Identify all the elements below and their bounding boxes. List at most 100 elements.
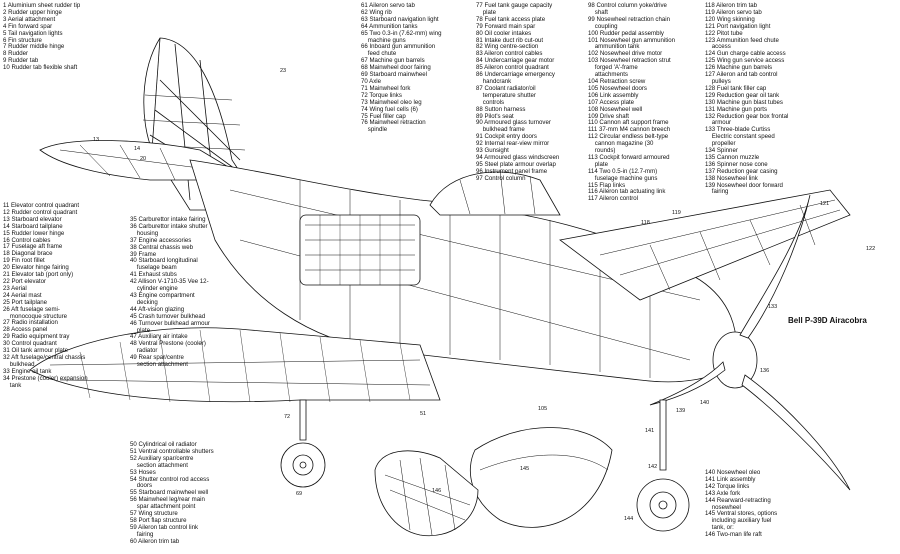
legend-entry: 101 Nosewheel gun ammunition <box>588 36 676 44</box>
legend-entry: 120 Wing skinning <box>705 15 755 23</box>
legend-entry: 24 Aerial mast <box>3 291 42 299</box>
legend-entry: 77 Fuel tank gauge capacity <box>476 2 553 9</box>
legend-entry: 99 Nosewheel retraction chain <box>588 15 670 23</box>
legend-entry: 50 Cylindrical oil radiator <box>130 441 197 448</box>
legend-entry: 94 Armoured glass windscreen <box>476 153 560 161</box>
legend-entry: 119 Aileron servo tab <box>705 8 762 16</box>
legend-entry: 137 Reduction gear casing <box>705 167 778 175</box>
legend-entry: housing <box>130 229 159 237</box>
legend-entry: fairing <box>705 188 729 196</box>
legend-entry: 63 Starboard navigation light <box>361 15 439 23</box>
callout-105: 105 <box>538 406 547 412</box>
legend-entry: 135 Cannon muzzle <box>705 153 760 161</box>
callout-69: 69 <box>296 491 302 497</box>
legend-entry: 66 Inboard gun ammunition <box>361 43 436 51</box>
callout-145: 145 <box>520 466 529 472</box>
legend-entry: 130 Machine gun blast tubes <box>705 98 783 106</box>
legend-entry: 56 Mainwheel leg/rear main <box>130 496 205 504</box>
legend-entry: 16 Control cables <box>3 236 51 244</box>
legend-entry: 17 Fuselage aft frame <box>3 243 63 251</box>
legend-entry: 105 Nosewheel doors <box>588 84 647 92</box>
callout-14: 14 <box>134 146 140 152</box>
legend-entry: bulkhead <box>3 360 35 368</box>
legend-entry: 98 Control column yoke/drive <box>588 2 667 9</box>
legend-entry: 18 Diagonal brace <box>3 250 53 258</box>
legend-entry: radiator <box>130 347 158 355</box>
legend-entry: plate <box>476 8 496 16</box>
legend-entry: forged 'A'-frame <box>588 64 638 72</box>
legend-entry: armour <box>705 119 732 127</box>
legend-entry: tank <box>3 381 22 389</box>
legend-entry: 13 Starboard elevator <box>3 215 62 223</box>
legend-entry: 84 Undercarriage gear motor <box>476 57 555 65</box>
callout-139: 139 <box>676 408 685 414</box>
legend-entry: 95 Steel plate armour overlap <box>476 160 556 168</box>
legend-entry: rounds) <box>588 147 616 155</box>
legend-entry: 4 Fin forward spar <box>3 22 53 30</box>
legend-entry: plate <box>588 160 608 168</box>
legend-entry: 103 Nosewheel retraction strut <box>588 57 671 65</box>
callout-23: 23 <box>280 68 286 74</box>
nose-landing-gear <box>636 399 690 532</box>
legend-entry: 114 Two 0.5-in (12.7-mm) <box>588 167 658 175</box>
legend-entry: 68 Mainwheel door fairing <box>361 64 431 72</box>
legend-entry: 23 Aerial <box>3 284 27 292</box>
callout-118: 118 <box>641 220 650 226</box>
legend-entry: 83 Aileron control cables <box>476 50 543 58</box>
callout-13: 13 <box>93 137 99 143</box>
legend-entry: 47 Auxiliary air intake <box>130 333 188 341</box>
legend-entry: 39 Frame <box>130 250 157 258</box>
legend-entry: 91 Cockpit entry doors <box>476 133 537 141</box>
legend-entry: nosewheel <box>705 503 741 511</box>
legend-entry: 44 Aft-vision glazing <box>130 305 185 313</box>
legend-entry: controls <box>476 98 505 106</box>
legend-entry: 31 Oil tank armour plate <box>3 347 69 355</box>
legend-entry: 82 Wing centre-section <box>476 43 539 51</box>
legend-entry: including auxiliary fuel <box>705 517 772 525</box>
legend-entry: 29 Radio equipment tray <box>3 333 70 341</box>
legend-entry: 35 Carburettor intake fairing <box>130 216 206 223</box>
legend-entry: 7 Rudder middle hinge <box>3 43 65 51</box>
legend-entry: 38 Central chassis web <box>130 243 193 251</box>
legend-entry: 32 Aft fuselage/central chassis <box>3 353 86 361</box>
legend-entry: spar attachment point <box>130 503 196 511</box>
legend-entry: 117 Aileron control <box>588 195 639 203</box>
legend-entry: 85 Aileron control quadrant <box>476 64 549 72</box>
legend-entry: tank, or: <box>705 524 734 532</box>
legend-entry: 21 Elevator tab (port only) <box>3 271 74 279</box>
legend-entry: attachments <box>588 71 628 79</box>
legend-entry: temperature shutter <box>476 91 536 99</box>
legend-entry: 87 Coolant radiator/oil <box>476 84 536 92</box>
callout-144: 144 <box>624 516 633 522</box>
legend-entry: 108 Nosewheel well <box>588 105 643 113</box>
callout-121: 121 <box>820 201 829 207</box>
legend-entry: 138 Nosewheel link <box>705 174 758 182</box>
legend-entry: 72 Torque links <box>361 91 402 99</box>
legend-entry: monocoque structure <box>3 312 68 320</box>
legend-entry: 112 Circular endless belt-type <box>588 133 669 141</box>
legend-entry: 37 Engine accessories <box>130 236 192 244</box>
callout-140: 140 <box>700 400 709 406</box>
legend-entry: 100 Rudder pedal assembly <box>588 29 664 37</box>
legend-entry: 65 Two 0.3-in (7.62-mm) wing <box>361 29 442 37</box>
legend-entry: 49 Rear spar/centre <box>130 354 184 362</box>
legend-entry: 128 Fuel tank filler cap <box>705 84 767 92</box>
legend-entry: 89 Pilot's seat <box>476 112 514 120</box>
legend-entry: 19 Fin root fillet <box>3 257 45 265</box>
propeller <box>649 194 851 491</box>
legend-entry: 62 Wing rib <box>361 8 392 16</box>
legend-entry: 86 Undercarriage emergency <box>476 71 555 79</box>
legend-entry: 106 Link assembly <box>588 91 639 99</box>
legend-entry: 33 Engine oil tank <box>3 367 52 375</box>
legend-entry: 123 Ammunition feed chute <box>705 36 779 44</box>
legend-entry: 134 Spinner <box>705 147 738 155</box>
legend-entry: shaft <box>588 8 608 16</box>
legend-entry: 69 Starboard mainwheel <box>361 71 428 79</box>
